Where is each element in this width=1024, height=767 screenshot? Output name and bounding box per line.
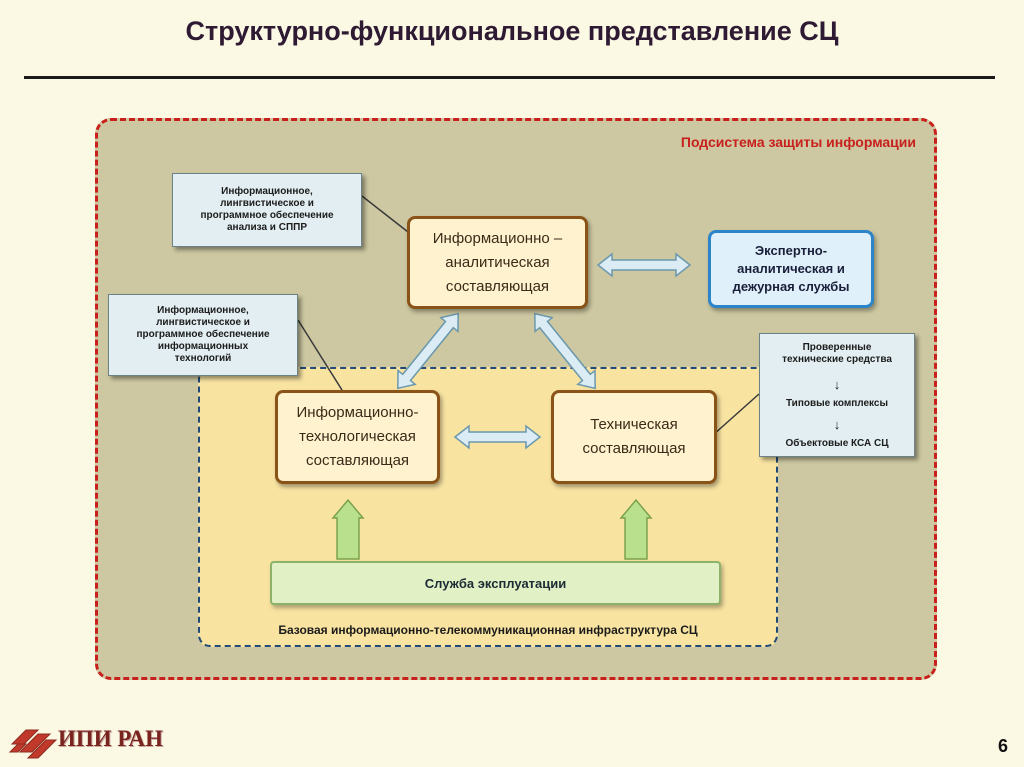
technical-component: Техническая составляющая	[551, 390, 717, 484]
slide-title: Структурно-функциональное представление …	[185, 16, 839, 46]
page-number: 6	[997, 736, 1008, 756]
up-arrow-service-technological	[331, 498, 365, 560]
connector-technical-list	[712, 393, 760, 436]
up-arrow-service-technical	[619, 498, 653, 560]
ipi-ran-logo-icon	[8, 729, 58, 759]
technological-component: Информационно- технологическая составляю…	[275, 390, 440, 484]
analytics-support-note: Информационное, лингвистическое и програ…	[172, 173, 362, 247]
it-support-note: Информационное, лингвистическое и програ…	[108, 294, 298, 376]
double-arrow-analytical-expert	[596, 252, 692, 278]
double-arrow-analytical-technological	[397, 312, 459, 390]
double-arrow-technological-technical	[453, 424, 542, 450]
analytical-component: Информационно – аналитическая составляющ…	[407, 216, 588, 309]
technical-means-item: Проверенные технические средства	[782, 342, 892, 365]
outer-region-label: Подсистема защиты информации	[680, 134, 916, 150]
connector-it-note	[297, 319, 343, 391]
down-arrow-icon: ↓	[833, 417, 841, 432]
double-arrow-analytical-technical	[534, 312, 596, 390]
operations-service-bar: Служба эксплуатации	[270, 561, 721, 605]
inner-region-label: Базовая информационно-телекоммуникационн…	[278, 623, 698, 637]
logo-text: ИПИ РАН	[58, 726, 164, 751]
connector-analytics-note	[361, 195, 409, 233]
technical-means-list: Проверенные технические средства ↓ Типов…	[759, 333, 915, 457]
technical-means-item: Объектовые КСА СЦ	[785, 438, 889, 449]
title-divider	[24, 76, 995, 79]
expert-duty-services-box: Экспертно- аналитическая и дежурная служ…	[708, 230, 874, 308]
technical-means-item: Типовые комплексы	[785, 398, 889, 409]
down-arrow-icon: ↓	[833, 377, 841, 392]
